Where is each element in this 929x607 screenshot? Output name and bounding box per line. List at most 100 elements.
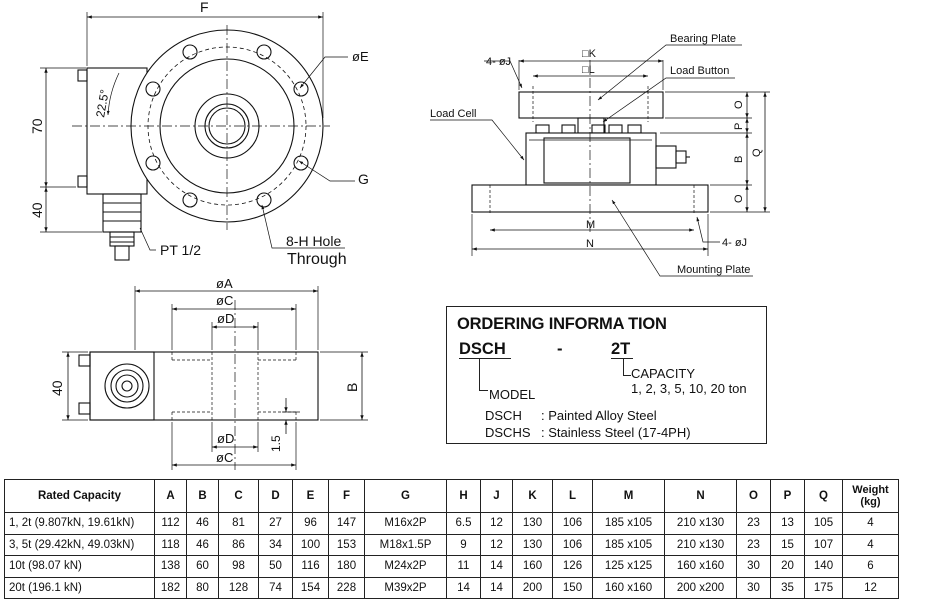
dim-70-label: 70 bbox=[29, 118, 45, 134]
table-cell: 46 bbox=[186, 512, 219, 535]
rated-capacity-cell: 3, 5t (29.42kN, 49.03kN) bbox=[4, 533, 155, 556]
table-cell: 140 bbox=[804, 555, 843, 578]
table-cell: 14 bbox=[480, 576, 513, 599]
header-M: M bbox=[592, 479, 665, 513]
material-code: DSCHS bbox=[485, 425, 531, 440]
table-cell: 6.5 bbox=[446, 512, 481, 535]
table-cell: 74 bbox=[258, 576, 293, 599]
dim-D-bottom-label: øD bbox=[217, 431, 234, 446]
angle-label: 22.5° bbox=[93, 88, 112, 118]
dim-40-front-label: 40 bbox=[49, 380, 65, 396]
header-Q: Q bbox=[804, 479, 843, 513]
model-code: DSCH bbox=[459, 340, 506, 358]
table-cell: 150 bbox=[552, 576, 593, 599]
table-cell: 46 bbox=[186, 533, 219, 556]
table-cell: 14 bbox=[446, 576, 481, 599]
table-cell: 200 x200 bbox=[664, 576, 737, 599]
capacity-code: 2T bbox=[611, 340, 631, 358]
table-cell: 147 bbox=[328, 512, 365, 535]
technical-drawing: F øE G 70 40 22.5° PT 1/2 8-H Hole Throu… bbox=[29, 0, 770, 470]
table-cell: 13 bbox=[770, 512, 805, 535]
table-cell: 107 bbox=[804, 533, 843, 556]
header-F: F bbox=[328, 479, 365, 513]
header-C: C bbox=[218, 479, 259, 513]
material-desc: : Painted Alloy Steel bbox=[541, 408, 657, 423]
dim-G-label: G bbox=[358, 171, 369, 187]
dim-C-top-label: øC bbox=[216, 293, 233, 308]
material-code: DSCH bbox=[485, 408, 522, 423]
dim-Q-label: Q bbox=[751, 148, 763, 157]
top-view bbox=[40, 12, 355, 261]
table-cell: 160 x160 bbox=[664, 555, 737, 578]
table-cell: 185 x105 bbox=[592, 512, 665, 535]
table-cell: 128 bbox=[218, 576, 259, 599]
table-cell: 14 bbox=[480, 555, 513, 578]
table-cell: 35 bbox=[770, 576, 805, 599]
table-cell: 4 bbox=[842, 533, 899, 556]
header-E: E bbox=[292, 479, 329, 513]
table-cell: 60 bbox=[186, 555, 219, 578]
table-cell: 98 bbox=[218, 555, 259, 578]
table-cell: 100 bbox=[292, 533, 329, 556]
table-cell: 23 bbox=[736, 533, 771, 556]
table-cell: 112 bbox=[154, 512, 187, 535]
dim-O-top-label: O bbox=[733, 100, 745, 109]
table-cell: 6 bbox=[842, 555, 899, 578]
table-cell: 200 bbox=[512, 576, 553, 599]
ordering-heading: ORDERING INFORMA TION bbox=[457, 315, 667, 333]
table-cell: 154 bbox=[292, 576, 329, 599]
table-cell: 106 bbox=[552, 533, 593, 556]
model-underline bbox=[459, 358, 511, 359]
spec-table: Rated Capacity A B C D E F G H J K L M N… bbox=[4, 479, 899, 599]
capacity-values: 1, 2, 3, 5, 10, 20 ton bbox=[631, 381, 747, 396]
table-cell: 20 bbox=[770, 555, 805, 578]
table-cell: 12 bbox=[480, 533, 513, 556]
model-leader bbox=[479, 359, 488, 391]
dim-F-label: F bbox=[200, 0, 209, 15]
front-view bbox=[62, 286, 368, 470]
table-cell: 81 bbox=[218, 512, 259, 535]
dim-1.5-label: 1.5 bbox=[269, 435, 283, 452]
table-cell: 153 bbox=[328, 533, 365, 556]
table-cell: 30 bbox=[736, 576, 771, 599]
table-cell: 105 bbox=[804, 512, 843, 535]
table-cell: 160 bbox=[512, 555, 553, 578]
header-N: N bbox=[664, 479, 737, 513]
table-cell: 180 bbox=[328, 555, 365, 578]
code-separator: - bbox=[557, 340, 563, 358]
table-cell: 12 bbox=[842, 576, 899, 599]
table-cell: 185 x105 bbox=[592, 533, 665, 556]
table-cell: 210 x130 bbox=[664, 512, 737, 535]
hole-through-label: Through bbox=[287, 251, 347, 268]
rated-capacity-cell: 1, 2t (9.807kN, 19.61kN) bbox=[4, 512, 155, 535]
table-cell: 96 bbox=[292, 512, 329, 535]
table-cell: 126 bbox=[552, 555, 593, 578]
table-cell: 30 bbox=[736, 555, 771, 578]
table-cell: 9 bbox=[446, 533, 481, 556]
table-cell: 175 bbox=[804, 576, 843, 599]
table-cell: 4 bbox=[842, 512, 899, 535]
table-header-row: Rated Capacity A B C D E F G H J K L M N… bbox=[4, 479, 899, 513]
table-cell: 15 bbox=[770, 533, 805, 556]
dim-A-label: øA bbox=[216, 276, 233, 291]
table-cell: 23 bbox=[736, 512, 771, 535]
table-cell: 130 bbox=[512, 512, 553, 535]
header-H: H bbox=[446, 479, 481, 513]
header-O: O bbox=[736, 479, 771, 513]
table-cell: 130 bbox=[512, 533, 553, 556]
header-rated-capacity: Rated Capacity bbox=[4, 479, 155, 513]
header-L: L bbox=[552, 479, 593, 513]
header-K: K bbox=[512, 479, 553, 513]
header-J: J bbox=[480, 479, 513, 513]
table-cell: 118 bbox=[154, 533, 187, 556]
table-cell: 11 bbox=[446, 555, 481, 578]
rated-capacity-cell: 10t (98.07 kN) bbox=[4, 555, 155, 578]
capacity-leader bbox=[623, 359, 631, 376]
dim-N-label: N bbox=[586, 238, 594, 250]
dim-40-label: 40 bbox=[29, 202, 45, 218]
table-cell: 138 bbox=[154, 555, 187, 578]
material-desc: : Stainless Steel (17-4PH) bbox=[541, 425, 691, 440]
